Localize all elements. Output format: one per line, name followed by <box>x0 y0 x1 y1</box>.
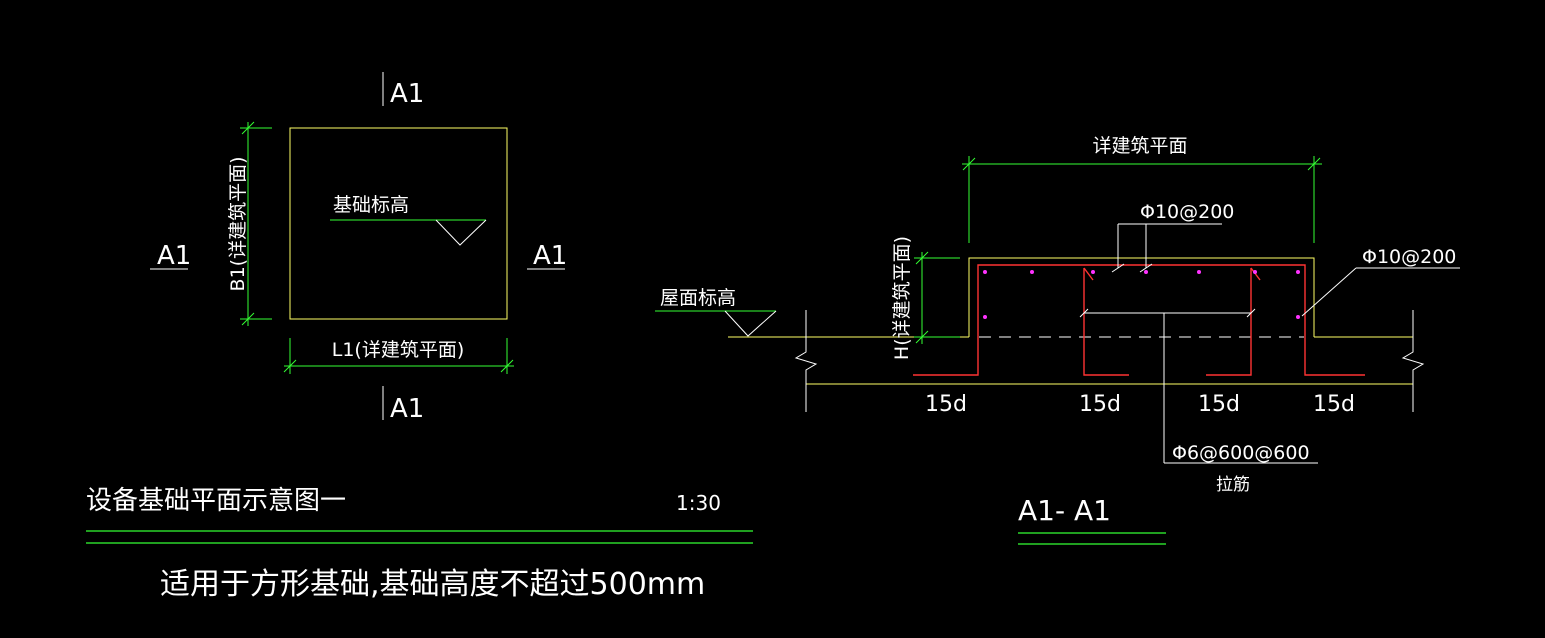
slab-break-lines <box>794 310 1425 412</box>
roof-slab <box>728 336 1413 385</box>
plan-elev-symbol <box>330 219 487 246</box>
section-mark-top: A1 <box>390 79 424 109</box>
anchor-length-4: 15d <box>1313 392 1355 417</box>
rebar-top-leader <box>1111 223 1222 273</box>
tie-bar-spec: Φ6@600@600 <box>1172 442 1310 464</box>
section-top-dim-label: 详建筑平面 <box>1092 135 1187 157</box>
roof-elev-label: 屋面标高 <box>660 287 736 309</box>
foundation-outline <box>289 127 508 320</box>
rebar-right-label: Φ10@200 <box>1362 246 1456 268</box>
drawing-note: 适用于方形基础,基础高度不超过500mm <box>160 567 705 602</box>
dim-b1-line <box>240 121 272 326</box>
anchor-length-1: 15d <box>925 392 967 417</box>
rebar-right-leader <box>1301 267 1460 317</box>
section-mark-right: A1 <box>533 241 567 271</box>
rebar-dots <box>983 270 1300 319</box>
anchor-length-3: 15d <box>1198 392 1240 417</box>
dim-h-label: H(详建筑平面) <box>891 236 913 360</box>
drawing-footer: 设备基础平面示意图一 1:30 适用于方形基础,基础高度不超过500mm <box>86 486 753 602</box>
rebar-top-label: Φ10@200 <box>1140 201 1234 223</box>
section-title: A1- A1 <box>1018 494 1111 527</box>
section-mark-bottom: A1 <box>390 394 424 424</box>
dim-l1-label: L1(详建筑平面) <box>332 339 465 361</box>
roof-elev-symbol <box>655 310 777 337</box>
section-mark-left: A1 <box>157 241 191 271</box>
dim-l1-line <box>283 338 514 374</box>
drawing-scale: 1:30 <box>676 491 721 515</box>
tie-bar-leader <box>1163 313 1318 464</box>
dim-b1-label: B1(详建筑平面) <box>227 157 249 292</box>
anchor-length-2: 15d <box>1079 392 1121 417</box>
plan-view: A1 A1 A1 A1 B1(详建筑平面) L1(详建筑平面) 基础标高 <box>150 72 567 424</box>
plan-elev-label: 基础标高 <box>333 194 409 216</box>
dim-h-line <box>914 251 960 344</box>
foundation-block-outline <box>968 257 1315 337</box>
rebar-cage <box>913 264 1365 376</box>
section-view: 详建筑平面 <box>655 135 1460 545</box>
drawing-title-underline <box>86 530 753 544</box>
drawing-title: 设备基础平面示意图一 <box>86 486 346 516</box>
section-title-underline <box>1018 532 1166 545</box>
tie-bar-label: 拉筋 <box>1216 475 1250 495</box>
tie-bar <box>1079 308 1256 318</box>
section-top-dim-line <box>962 156 1322 243</box>
